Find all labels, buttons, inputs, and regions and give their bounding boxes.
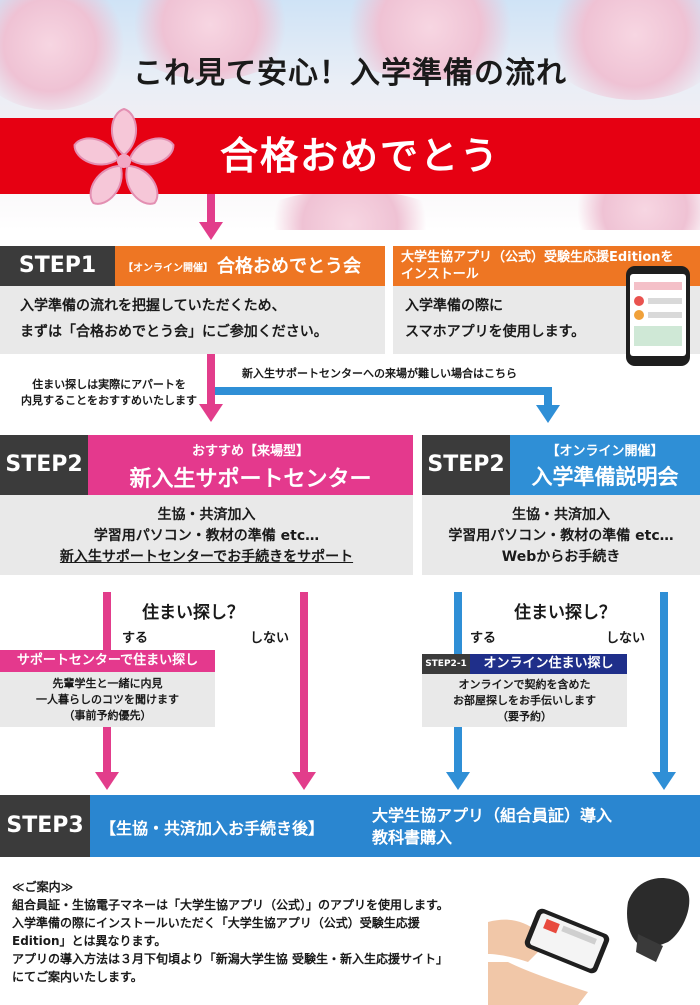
step1-label: STEP1 <box>0 246 115 286</box>
right-housing-question: 住まい探し？ <box>514 603 616 623</box>
sakura-icon <box>73 107 175 205</box>
online-housing-bar: オンライン住まい探し <box>470 654 627 674</box>
smartphone-icon <box>626 266 690 366</box>
footer-line-4: アプリの導入方法は３月下旬頃より「新潟大学生協 受験生・新入生応援サイト」 <box>12 952 448 966</box>
flow-arrow <box>300 592 308 775</box>
flow-arrow-head-blue <box>652 772 676 790</box>
online-housing-line-3: （要予約） <box>497 710 552 723</box>
step2-left-title: 新入生サポートセンター <box>129 467 372 492</box>
flow-arrow-head-blue <box>536 405 560 423</box>
step3-actions: 大学生協アプリ（組合員証）導入 教科書購入 <box>372 805 612 849</box>
flow-arrow <box>207 194 215 224</box>
flow-arrow-head <box>199 404 223 422</box>
support-housing-bar: サポートセンターで住まい探し <box>0 650 215 672</box>
step3-action-1: 大学生協アプリ（組合員証）導入 <box>372 806 613 825</box>
support-housing-body: 先輩学生と一緒に内見 一人暮らしのコツを聞けます （事前予約優先） <box>0 672 215 727</box>
step2-right-body: 生協・共済加入 学習用パソコン・教材の準備 etc… Webからお手続き <box>422 495 700 575</box>
app-install-title-1: 大学生協アプリ（公式）受験生応援Editionを <box>401 250 674 265</box>
support-housing-line-1: 先輩学生と一緒に内見 <box>52 677 163 690</box>
flow-arrow-head-blue <box>446 772 470 790</box>
right-yes-label: する <box>470 631 497 646</box>
step2-1-tag: STEP2-1 <box>422 654 470 674</box>
step2-left-label: STEP2 <box>0 435 88 495</box>
footer-line-3: Edition」とは異なります。 <box>12 934 167 948</box>
footer-notice: ≪ご案内≫ 組合員証・生協電子マネーは「大学生協アプリ（公式）」のアプリを使用し… <box>12 878 482 986</box>
app-install-body-line-1: 入学準備の際に <box>405 298 503 314</box>
flow-arrow-head <box>199 222 223 240</box>
footer-line-5: にてご案内いたします。 <box>12 970 143 984</box>
step3-bar: 【生協・共済加入お手続き後】 大学生協アプリ（組合員証）導入 教科書購入 <box>90 795 700 857</box>
right-no-label: しない <box>606 631 646 646</box>
step2-right-title-bar: 【オンライン開催】 入学準備説明会 <box>510 435 700 495</box>
online-note: 新入生サポートセンターへの来場が難しい場合はこちら <box>242 367 517 380</box>
page-title: これ見て安心！入学準備の流れ <box>133 56 567 91</box>
online-housing-line-1: オンラインで契約を含めた <box>458 678 591 691</box>
flow-arrow-blue <box>454 727 462 775</box>
footer-heading: ≪ご案内≫ <box>12 880 74 894</box>
step2-left-title-bar: おすすめ【来場型】 新入生サポートセンター <box>88 435 413 495</box>
step2-right-title: 入学準備説明会 <box>531 465 679 489</box>
step2-left-body: 生協・共済加入 学習用パソコン・教材の準備 etc… 新入生サポートセンターでお… <box>0 495 413 575</box>
flow-arrow <box>207 354 215 406</box>
housing-note: 住まい探しは実際にアパートを 内見することをおすすめいたします <box>14 377 204 409</box>
step3-condition: 【生協・共済加入お手続き後】 <box>100 819 325 838</box>
footer-line-1: 組合員証・生協電子マネーは「大学生協アプリ（公式）」のアプリを使用します。 <box>12 898 449 912</box>
left-yes-label: する <box>122 631 149 646</box>
step2-right-label: STEP2 <box>422 435 510 495</box>
step2-right-sub: 【オンライン開催】 <box>546 444 664 459</box>
flow-arrow <box>103 592 111 650</box>
step2-left-body-1: 生協・共済加入 <box>157 507 256 523</box>
step1-title: 合格おめでとう会 <box>217 256 361 277</box>
step2-left-sub: おすすめ【来場型】 <box>191 444 309 459</box>
support-housing-line-2: 一人暮らしのコツを聞けます <box>36 693 179 706</box>
phone-scan-illustration <box>488 878 690 1005</box>
step1-body-line-1: 入学準備の流れを把握していただくため、 <box>20 298 286 314</box>
flow-arrow-blue <box>454 592 462 654</box>
step3-label: STEP3 <box>0 795 90 857</box>
step2-left-body-2: 学習用パソコン・教材の準備 etc… <box>93 528 320 544</box>
support-housing-line-3: （事前予約優先） <box>63 709 152 722</box>
housing-note-line-2: 内見することをおすすめいたします <box>21 394 197 407</box>
step1-body-line-2: まずは「合格おめでとう会」にご参加ください。 <box>20 324 328 340</box>
footer-line-2: 入学準備の際にインストールいただく「大学生協アプリ（公式）受験生応援 <box>12 916 420 930</box>
flow-arrow-head <box>292 772 316 790</box>
step1-title-bar: 【オンライン開催】 合格おめでとう会 <box>115 246 385 286</box>
step2-right-body-3: Webからお手続き <box>501 549 621 565</box>
flow-arrow <box>103 727 111 775</box>
blossom-decoration <box>250 190 450 230</box>
app-install-title-2: インストール <box>401 267 479 282</box>
app-install-body-line-2: スマホアプリを使用します。 <box>405 324 586 340</box>
online-housing-line-2: お部屋探しをお手伝いします <box>453 694 596 707</box>
flow-arrow-head <box>95 772 119 790</box>
flow-arrow-blue <box>215 387 552 395</box>
step2-left-body-3: 新入生サポートセンターでお手続きをサポート <box>59 549 354 565</box>
left-housing-question: 住まい探し？ <box>142 603 244 623</box>
left-no-label: しない <box>250 631 290 646</box>
step3-action-2: 教科書購入 <box>372 828 453 847</box>
housing-note-line-1: 住まい探しは実際にアパートを <box>32 378 186 391</box>
step2-right-body-1: 生協・共済加入 <box>512 507 610 523</box>
step1-tag: 【オンライン開催】 <box>123 263 213 274</box>
step2-right-body-2: 学習用パソコン・教材の準備 etc… <box>448 528 674 544</box>
step1-body: 入学準備の流れを把握していただくため、 まずは「合格おめでとう会」にご参加くださ… <box>0 286 385 354</box>
banner-text: 合格おめでとう <box>219 134 500 178</box>
online-housing-body: オンラインで契約を含めた お部屋探しをお手伝いします （要予約） <box>422 674 627 727</box>
flow-arrow-blue <box>544 387 552 407</box>
flow-arrow-blue <box>660 592 668 775</box>
